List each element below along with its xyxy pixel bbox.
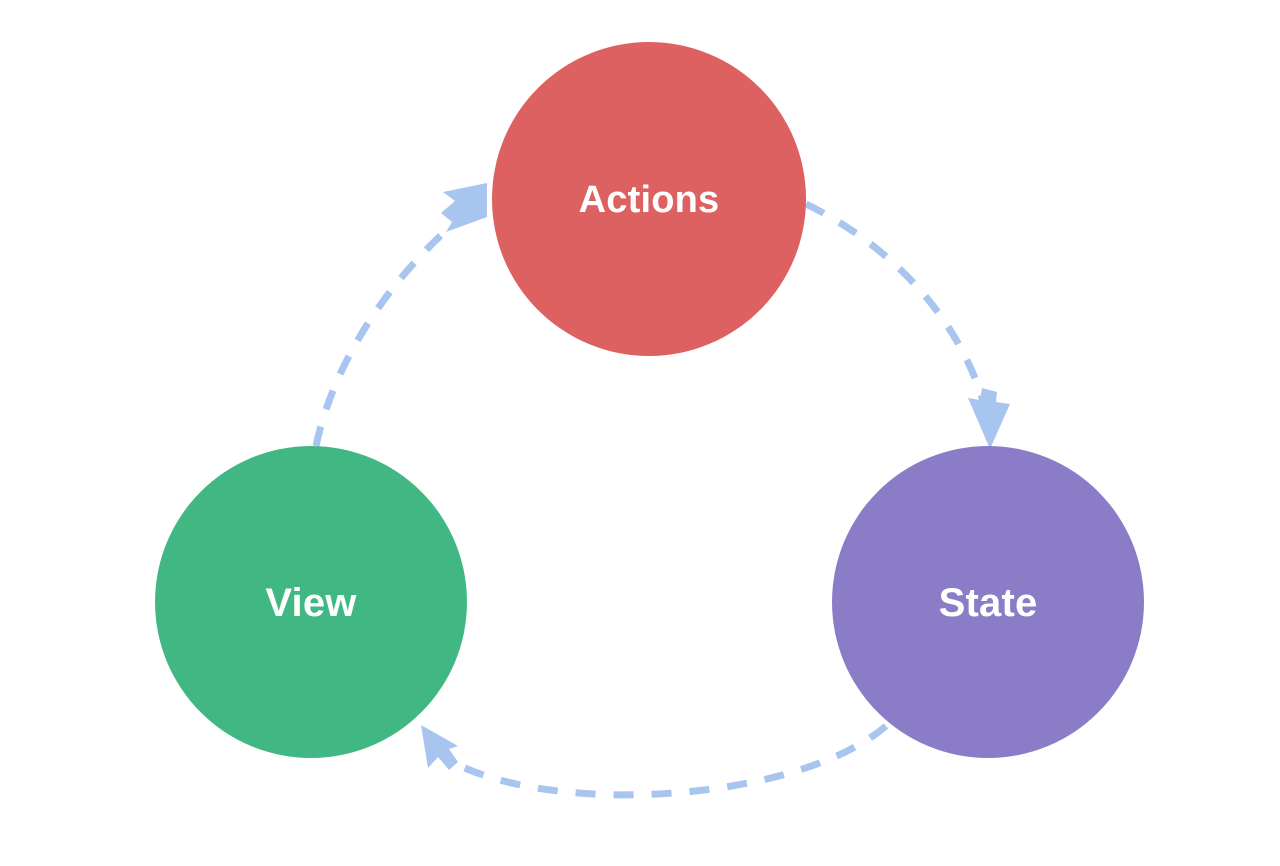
arrowhead-into-view: [421, 725, 458, 770]
node-state-circle[interactable]: [832, 446, 1144, 758]
edge-view-to-actions-path: [312, 207, 473, 447]
node-view-label: View: [265, 581, 357, 625]
edge-state-to-view-path: [450, 723, 889, 799]
node-state[interactable]: State: [832, 446, 1144, 758]
arrowhead-into-state: [968, 388, 1010, 449]
node-actions-circle[interactable]: [492, 42, 806, 356]
node-view-circle[interactable]: [155, 446, 467, 758]
arrowhead-into-actions: [441, 183, 487, 232]
node-actions[interactable]: Actions: [492, 42, 806, 356]
node-view[interactable]: View: [155, 446, 467, 758]
edge-state-to-view: [421, 723, 889, 799]
edge-actions-to-state: [804, 200, 1010, 449]
node-state-label: State: [939, 581, 1038, 625]
edge-layer: [312, 183, 1010, 799]
node-actions-label: Actions: [579, 179, 720, 221]
edge-actions-to-state-path: [804, 200, 992, 421]
edge-view-to-actions: [312, 183, 487, 447]
node-layer: Actions View State: [155, 42, 1144, 758]
